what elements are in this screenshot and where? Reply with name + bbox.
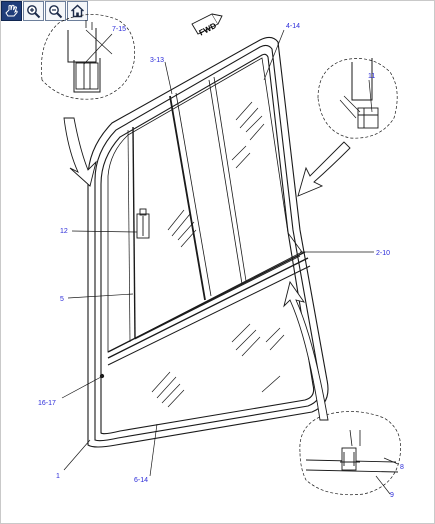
callout-9: 9 xyxy=(390,492,394,499)
home-button[interactable] xyxy=(67,1,88,21)
callout-5: 5 xyxy=(60,296,64,303)
zoom-in-button[interactable] xyxy=(23,1,44,21)
viewer-toolbar xyxy=(1,1,88,23)
window-frame xyxy=(87,36,329,448)
callout-16-17: 16-17 xyxy=(38,400,56,407)
callout-2-10: 2-10 xyxy=(376,250,390,257)
zoom-in-icon xyxy=(27,4,41,18)
callout-7-15: 7-15 xyxy=(112,26,126,33)
callout-3-13: 3-13 xyxy=(150,57,164,64)
callout-12: 12 xyxy=(60,228,68,235)
detail-inset-bottom-right xyxy=(299,411,401,496)
arrow-top-right xyxy=(297,141,351,197)
callout-labels: 7-15 4-14 3-13 11 12 2-10 5 16-17 1 6-14… xyxy=(38,23,404,499)
callout-1: 1 xyxy=(56,473,60,480)
callout-11: 11 xyxy=(368,73,375,80)
latch-part xyxy=(136,208,150,239)
detail-inset-top-left xyxy=(41,14,135,100)
callout-4-14: 4-14 xyxy=(286,23,300,30)
glass-glare-marks xyxy=(151,101,285,408)
callout-6-14: 6-14 xyxy=(134,477,148,484)
detail-inset-top-right xyxy=(317,58,398,139)
callout-8: 8 xyxy=(400,464,404,471)
fwd-direction-tag xyxy=(191,13,223,35)
fastener-dot xyxy=(99,373,105,379)
arrow-top-left xyxy=(63,117,97,187)
zoom-out-icon xyxy=(49,4,63,18)
leader-lines xyxy=(61,29,399,495)
zoom-out-button[interactable] xyxy=(45,1,66,21)
hand-icon xyxy=(5,4,18,17)
arrow-bottom-right xyxy=(283,280,329,421)
pan-button[interactable] xyxy=(1,1,22,21)
sliding-glass-panes xyxy=(107,57,311,366)
home-icon xyxy=(71,4,84,18)
